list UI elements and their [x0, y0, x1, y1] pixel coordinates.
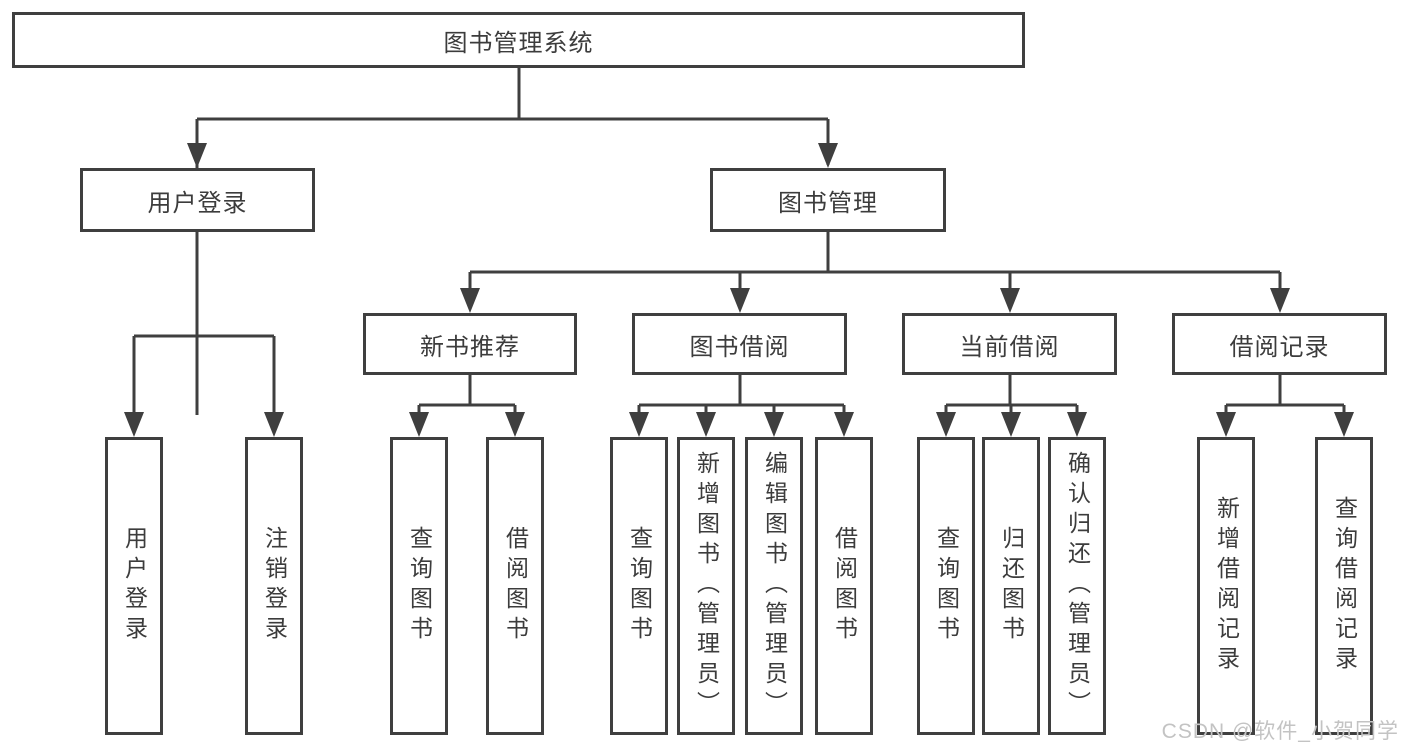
leaf-label: 注销登录: [261, 526, 288, 646]
leaf-label: 确认归还（管理员）: [1064, 451, 1091, 721]
node-label: 图书管理: [778, 189, 878, 217]
leaf-label: 查询图书: [626, 526, 653, 646]
leaf-query-books-borrow: 查询图书: [610, 437, 668, 735]
node-label: 用户登录: [147, 189, 248, 217]
leaf-label: 借阅图书: [831, 526, 858, 646]
node-label: 借阅记录: [1229, 333, 1330, 361]
leaf-user-login: 用户登录: [105, 437, 163, 735]
node-book-borrow: 图书借阅: [632, 313, 847, 375]
leaf-label: 查询图书: [406, 526, 433, 646]
leaf-label: 用户登录: [121, 526, 148, 646]
leaf-label: 新增借阅记录: [1213, 496, 1240, 676]
node-current-borrow: 当前借阅: [902, 313, 1117, 375]
leaf-edit-books-admin: 编辑图书（管理员）: [745, 437, 803, 735]
node-book-management-branch: 图书管理: [710, 168, 946, 232]
leaf-return-books: 归还图书: [982, 437, 1040, 735]
leaf-query-books-recommend: 查询图书: [390, 437, 448, 735]
leaf-logout: 注销登录: [245, 437, 303, 735]
node-root-label: 图书管理系统: [443, 29, 594, 57]
csdn-watermark: CSDN @软件_小贺同学: [1161, 720, 1399, 743]
node-label: 新书推荐: [420, 333, 520, 361]
leaf-label: 编辑图书（管理员）: [761, 451, 788, 721]
leaf-borrow-books-recommend: 借阅图书: [486, 437, 544, 735]
leaf-confirm-return-admin: 确认归还（管理员）: [1048, 437, 1106, 735]
node-label: 当前借阅: [959, 333, 1060, 361]
node-borrow-records: 借阅记录: [1172, 313, 1387, 375]
leaf-query-borrow-record: 查询借阅记录: [1315, 437, 1373, 735]
node-label: 图书借阅: [689, 333, 790, 361]
leaf-label: 借阅图书: [502, 526, 529, 646]
leaf-add-borrow-record: 新增借阅记录: [1197, 437, 1255, 735]
node-new-book-recommend: 新书推荐: [363, 313, 577, 375]
node-root-system: 图书管理系统: [12, 12, 1025, 68]
leaf-query-books-current: 查询图书: [917, 437, 975, 735]
node-user-login-branch: 用户登录: [80, 168, 315, 232]
leaf-label: 查询图书: [933, 526, 960, 646]
leaf-label: 查询借阅记录: [1331, 496, 1358, 676]
leaf-add-books-admin: 新增图书（管理员）: [677, 437, 735, 735]
leaf-label: 新增图书（管理员）: [693, 451, 720, 721]
leaf-label: 归还图书: [998, 526, 1025, 646]
leaf-borrow-books: 借阅图书: [815, 437, 873, 735]
